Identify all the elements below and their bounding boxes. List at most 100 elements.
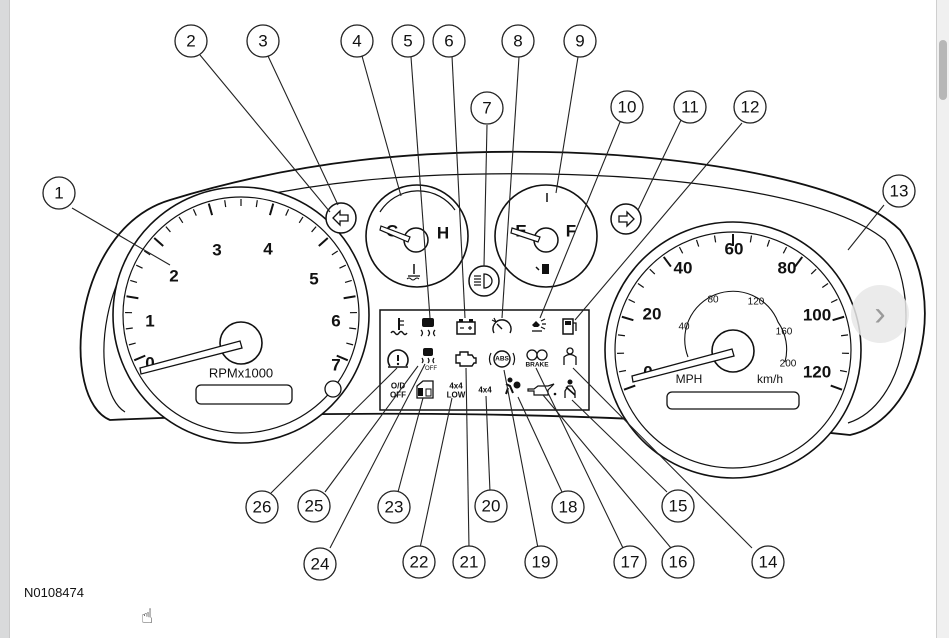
callout-9: 9 [563, 24, 597, 58]
callout-16: 16 [661, 545, 695, 579]
callout-26: 26 [245, 490, 279, 524]
dial-tick [794, 256, 804, 268]
scrollbar-thumb[interactable] [939, 40, 947, 100]
callout-10: 10 [610, 90, 644, 124]
svg-text:23: 23 [385, 498, 404, 517]
mph-label-80: 80 [778, 259, 797, 278]
high-beam-icon [468, 265, 500, 297]
dial-tick [810, 268, 817, 275]
dial-tick [143, 250, 151, 256]
passenger-airbag-icon [563, 347, 577, 365]
next-slide-button[interactable]: › [851, 285, 909, 343]
coolant-temp-icon [406, 264, 420, 281]
fuel-gauge: E F [494, 184, 598, 288]
hand-pointer-icon: ☝ [141, 606, 154, 628]
dial-tick [344, 279, 352, 284]
left-turn-signal-icon [325, 202, 357, 234]
callout-18: 18 [551, 490, 585, 524]
callout-17: 17 [613, 545, 647, 579]
four-by-four-indicator: 4x4 [478, 386, 492, 395]
dial-tick [224, 200, 227, 208]
callout-24: 24 [303, 547, 337, 581]
dial-tick [178, 216, 184, 224]
right-turn-signal-icon [610, 203, 642, 235]
callout-8: 8 [501, 24, 535, 58]
dial-tick [749, 235, 753, 243]
dial-tick [628, 298, 636, 304]
tachometer: 0 1 2 3 4 5 6 7 RPMx1000 [112, 186, 370, 444]
mph-label-120: 120 [803, 363, 831, 382]
dial-tick [637, 282, 645, 288]
dial-tick [821, 282, 829, 288]
svg-text:ABS: ABS [495, 356, 509, 363]
tach-label-7: 7 [331, 356, 340, 375]
seatbelt-reminder-icon [564, 379, 576, 398]
tach-label-6: 6 [331, 312, 340, 331]
svg-text:24: 24 [311, 555, 330, 574]
svg-text:17: 17 [621, 553, 640, 572]
low-fuel-icon [562, 318, 577, 335]
svg-text:OFF: OFF [390, 391, 406, 400]
kmh-label-200: 200 [780, 359, 797, 370]
dial-tick [128, 342, 136, 346]
svg-text:25: 25 [305, 497, 324, 516]
svg-text:20: 20 [482, 497, 501, 516]
callout-25: 25 [297, 489, 331, 523]
figure-reference-id: N0108474 [24, 585, 84, 600]
callout-11: 11 [673, 90, 707, 124]
mph-label-40: 40 [674, 259, 693, 278]
dial-tick [133, 354, 146, 362]
svg-text:15: 15 [669, 497, 688, 516]
dial-tick [343, 295, 356, 300]
dial-tick [830, 298, 838, 304]
engine-coolant-temp-warning-icon [390, 318, 408, 336]
temperature-gauge: C H [365, 184, 469, 288]
callout-20: 20 [474, 489, 508, 523]
vertical-scrollbar[interactable] [936, 0, 949, 638]
dial-tick [192, 208, 197, 216]
fuel-pump-icon [535, 264, 549, 274]
callout-2: 2 [174, 24, 208, 58]
svg-text:1: 1 [54, 184, 63, 203]
tach-label-4: 4 [263, 240, 273, 259]
kmh-label-160: 160 [776, 327, 793, 338]
dial-tick [649, 268, 656, 275]
dial-tick [165, 226, 171, 233]
dial-tick [346, 342, 354, 346]
dial-tick [713, 235, 717, 243]
tach-label-5: 5 [309, 270, 318, 289]
callout-5: 5 [391, 24, 425, 58]
dial-tick [130, 279, 138, 284]
callout-7: 7 [470, 91, 504, 125]
tach-label-2: 2 [169, 267, 178, 286]
dial-tick [662, 256, 672, 268]
svg-text:22: 22 [410, 553, 429, 572]
cluster-outer-housing [79, 150, 926, 436]
callout-23: 23 [377, 490, 411, 524]
svg-text:18: 18 [559, 498, 578, 517]
svg-text:21: 21 [460, 553, 479, 572]
dial-tick [349, 327, 357, 330]
kmh-unit-label: km/h [757, 372, 783, 386]
dial-tick [678, 246, 684, 254]
svg-text:8: 8 [513, 32, 522, 51]
od-off-indicator: O/D OFF [390, 382, 406, 400]
kmh-label-120: 120 [748, 297, 765, 308]
callout-13: 13 [882, 174, 916, 208]
dial-tick [623, 384, 636, 391]
dial-tick [268, 203, 275, 216]
dial-tick [126, 295, 139, 300]
dial-tick [839, 369, 848, 373]
dial-tick [331, 250, 339, 256]
fuel-needle [510, 227, 541, 243]
dial-tick [298, 216, 304, 224]
tire-pressure-warning-icon [387, 349, 409, 368]
brake-warning-icon: BRAKE [525, 349, 549, 369]
svg-text:6: 6 [444, 32, 453, 51]
svg-text:13: 13 [890, 182, 909, 201]
dial-tick [285, 208, 290, 216]
mph-label-20: 20 [643, 305, 662, 324]
svg-text:7: 7 [482, 99, 491, 118]
svg-text:5: 5 [403, 32, 412, 51]
speedometer: 0 20 40 60 80 100 120 40 80 120 160 200 … [604, 221, 862, 479]
